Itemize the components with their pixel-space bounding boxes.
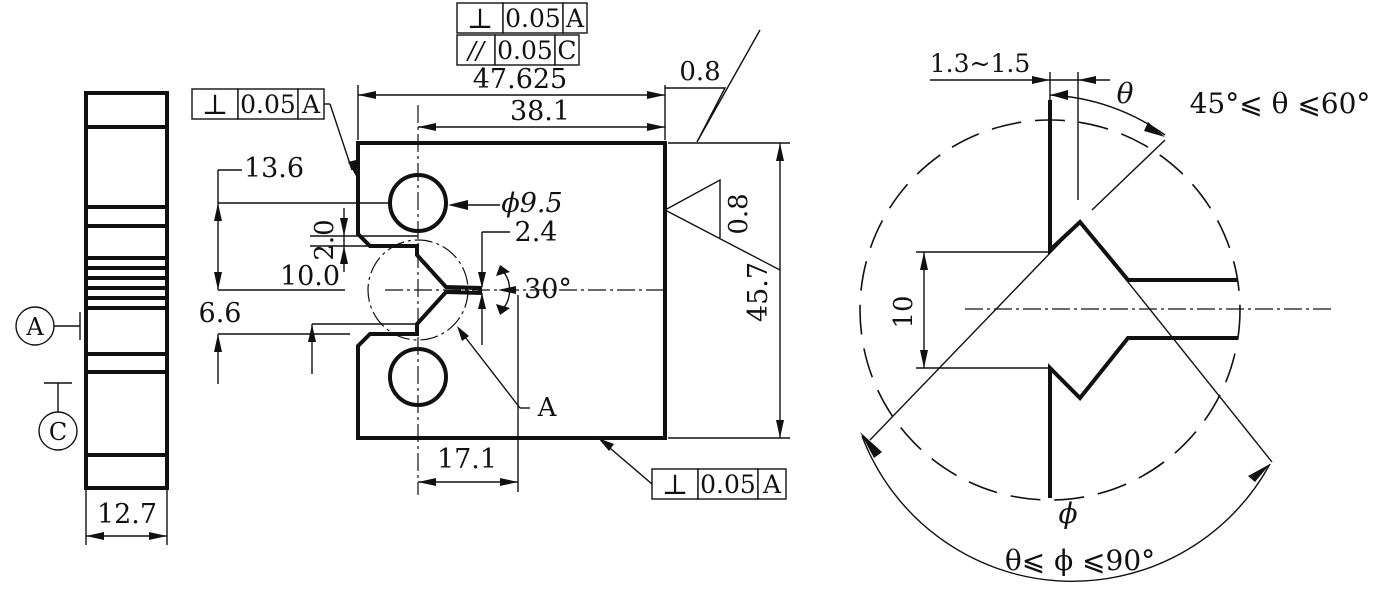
hole-diameter-callout: ϕ9.5 (448, 188, 563, 219)
overall-length-label: 47.625 (473, 64, 567, 95)
detail-notch-lower (1048, 336, 1238, 498)
fcf-top-perp-symbol: ⊥ (467, 2, 493, 35)
height-label: 45.7 (743, 262, 774, 322)
overall-length-dimension: 47.625 (357, 64, 666, 140)
side-view-outline (84, 91, 169, 490)
roughness-top-label: 0.8 (679, 57, 720, 87)
detail-theta-range: 45°⩽ θ ⩽60° (1190, 87, 1371, 120)
fcf-left-perp: ⊥ 0.05 A (191, 88, 357, 178)
fcf-top-perp-datum: A (565, 4, 585, 33)
hole-diameter-label: ϕ9.5 (501, 188, 562, 219)
fcf-top-parallel-datum: C (557, 36, 576, 65)
hole-spacing-dimension: 13.6 (214, 153, 390, 291)
gap-dimension: 6.6 (199, 298, 417, 384)
gap-label: 6.6 (199, 298, 242, 329)
fcf-bottom-perp-tol: 0.05 (700, 470, 756, 499)
datum-c-symbol: C (38, 382, 78, 451)
front-view: ⊥ 0.05 A // 0.05 C 47.625 38.1 (191, 2, 790, 501)
datum-c-label: C (49, 418, 67, 446)
offset-dimension: 2.0 (310, 208, 418, 272)
detail-phi-symbol: ϕ (1058, 497, 1077, 530)
detail-theta-symbol: θ (1117, 77, 1134, 110)
notch-width-dimension: 2.4 (478, 217, 557, 345)
thickness-label: 12.7 (97, 499, 157, 530)
fcf-left-perp-symbol: ⊥ (202, 88, 228, 121)
fcf-bottom-perp-symbol: ⊥ (662, 468, 688, 501)
fcf-top-perp: ⊥ 0.05 A (456, 2, 588, 35)
detail-height-label: 10 (889, 295, 919, 328)
hole-spacing-label: 13.6 (244, 153, 304, 184)
fcf-left-perp-tol: 0.05 (240, 90, 296, 119)
detail-view: 1.3~1.5 θ 45°⩽ θ ⩽60° 10 ϕ θ⩽ ϕ ⩽90° (859, 49, 1371, 583)
notch-detail-circle (367, 239, 469, 341)
roughness-right: 0.8 (663, 178, 781, 271)
thickness-dimension: 12.7 (85, 490, 168, 545)
notch-angle-label: 30° (524, 274, 572, 305)
notch-depth-label: 17.1 (437, 444, 497, 475)
detail-height-dimension: 10 (889, 251, 1050, 369)
fcf-bottom-perp-datum: A (762, 470, 782, 499)
roughness-top: 0.8 (665, 29, 761, 143)
detail-offset-dimension: 1.3~1.5 (930, 49, 1110, 200)
detail-offset-label: 1.3~1.5 (930, 49, 1030, 78)
fcf-top-parallel-tol: 0.05 (497, 36, 553, 65)
side-view-grooves (86, 125, 167, 457)
offset-label: 2.0 (310, 219, 340, 260)
datum-a-label: A (25, 313, 44, 341)
notch-width-label: 2.4 (515, 217, 558, 248)
detail-theta-dimension: θ 45°⩽ θ ⩽60° (1049, 77, 1371, 137)
detail-phi-range: θ⩽ ϕ ⩽90° (1005, 544, 1155, 577)
hole-to-edge-dimension: 38.1 (418, 96, 665, 131)
notch-depth-dimension: 17.1 (418, 295, 519, 492)
notch-height-label: 10.0 (280, 261, 340, 292)
fcf-top-parallel: // 0.05 C (456, 34, 580, 66)
fcf-bottom-perp: ⊥ 0.05 A (598, 438, 787, 501)
height-dimension: 45.7 (668, 142, 790, 439)
fcf-left-perp-datum: A (301, 90, 321, 119)
datum-a-symbol: A (15, 306, 81, 346)
detail-phi-dimension: ϕ θ⩽ ϕ ⩽90° (860, 432, 1271, 583)
notch-reference-leader: A (457, 326, 558, 423)
hole-to-edge-label: 38.1 (510, 96, 570, 127)
notch-angle-dimension: 30° (496, 265, 572, 315)
specimen-outline (356, 141, 667, 440)
side-view: 12.7 A C (15, 91, 169, 545)
fcf-top-perp-tol: 0.05 (505, 4, 561, 33)
notch-height-dimension: 10.0 (280, 261, 340, 292)
fcf-top-parallel-symbol: // (466, 37, 487, 65)
notch-reference-label: A (537, 393, 558, 423)
roughness-right-label: 0.8 (724, 193, 754, 234)
